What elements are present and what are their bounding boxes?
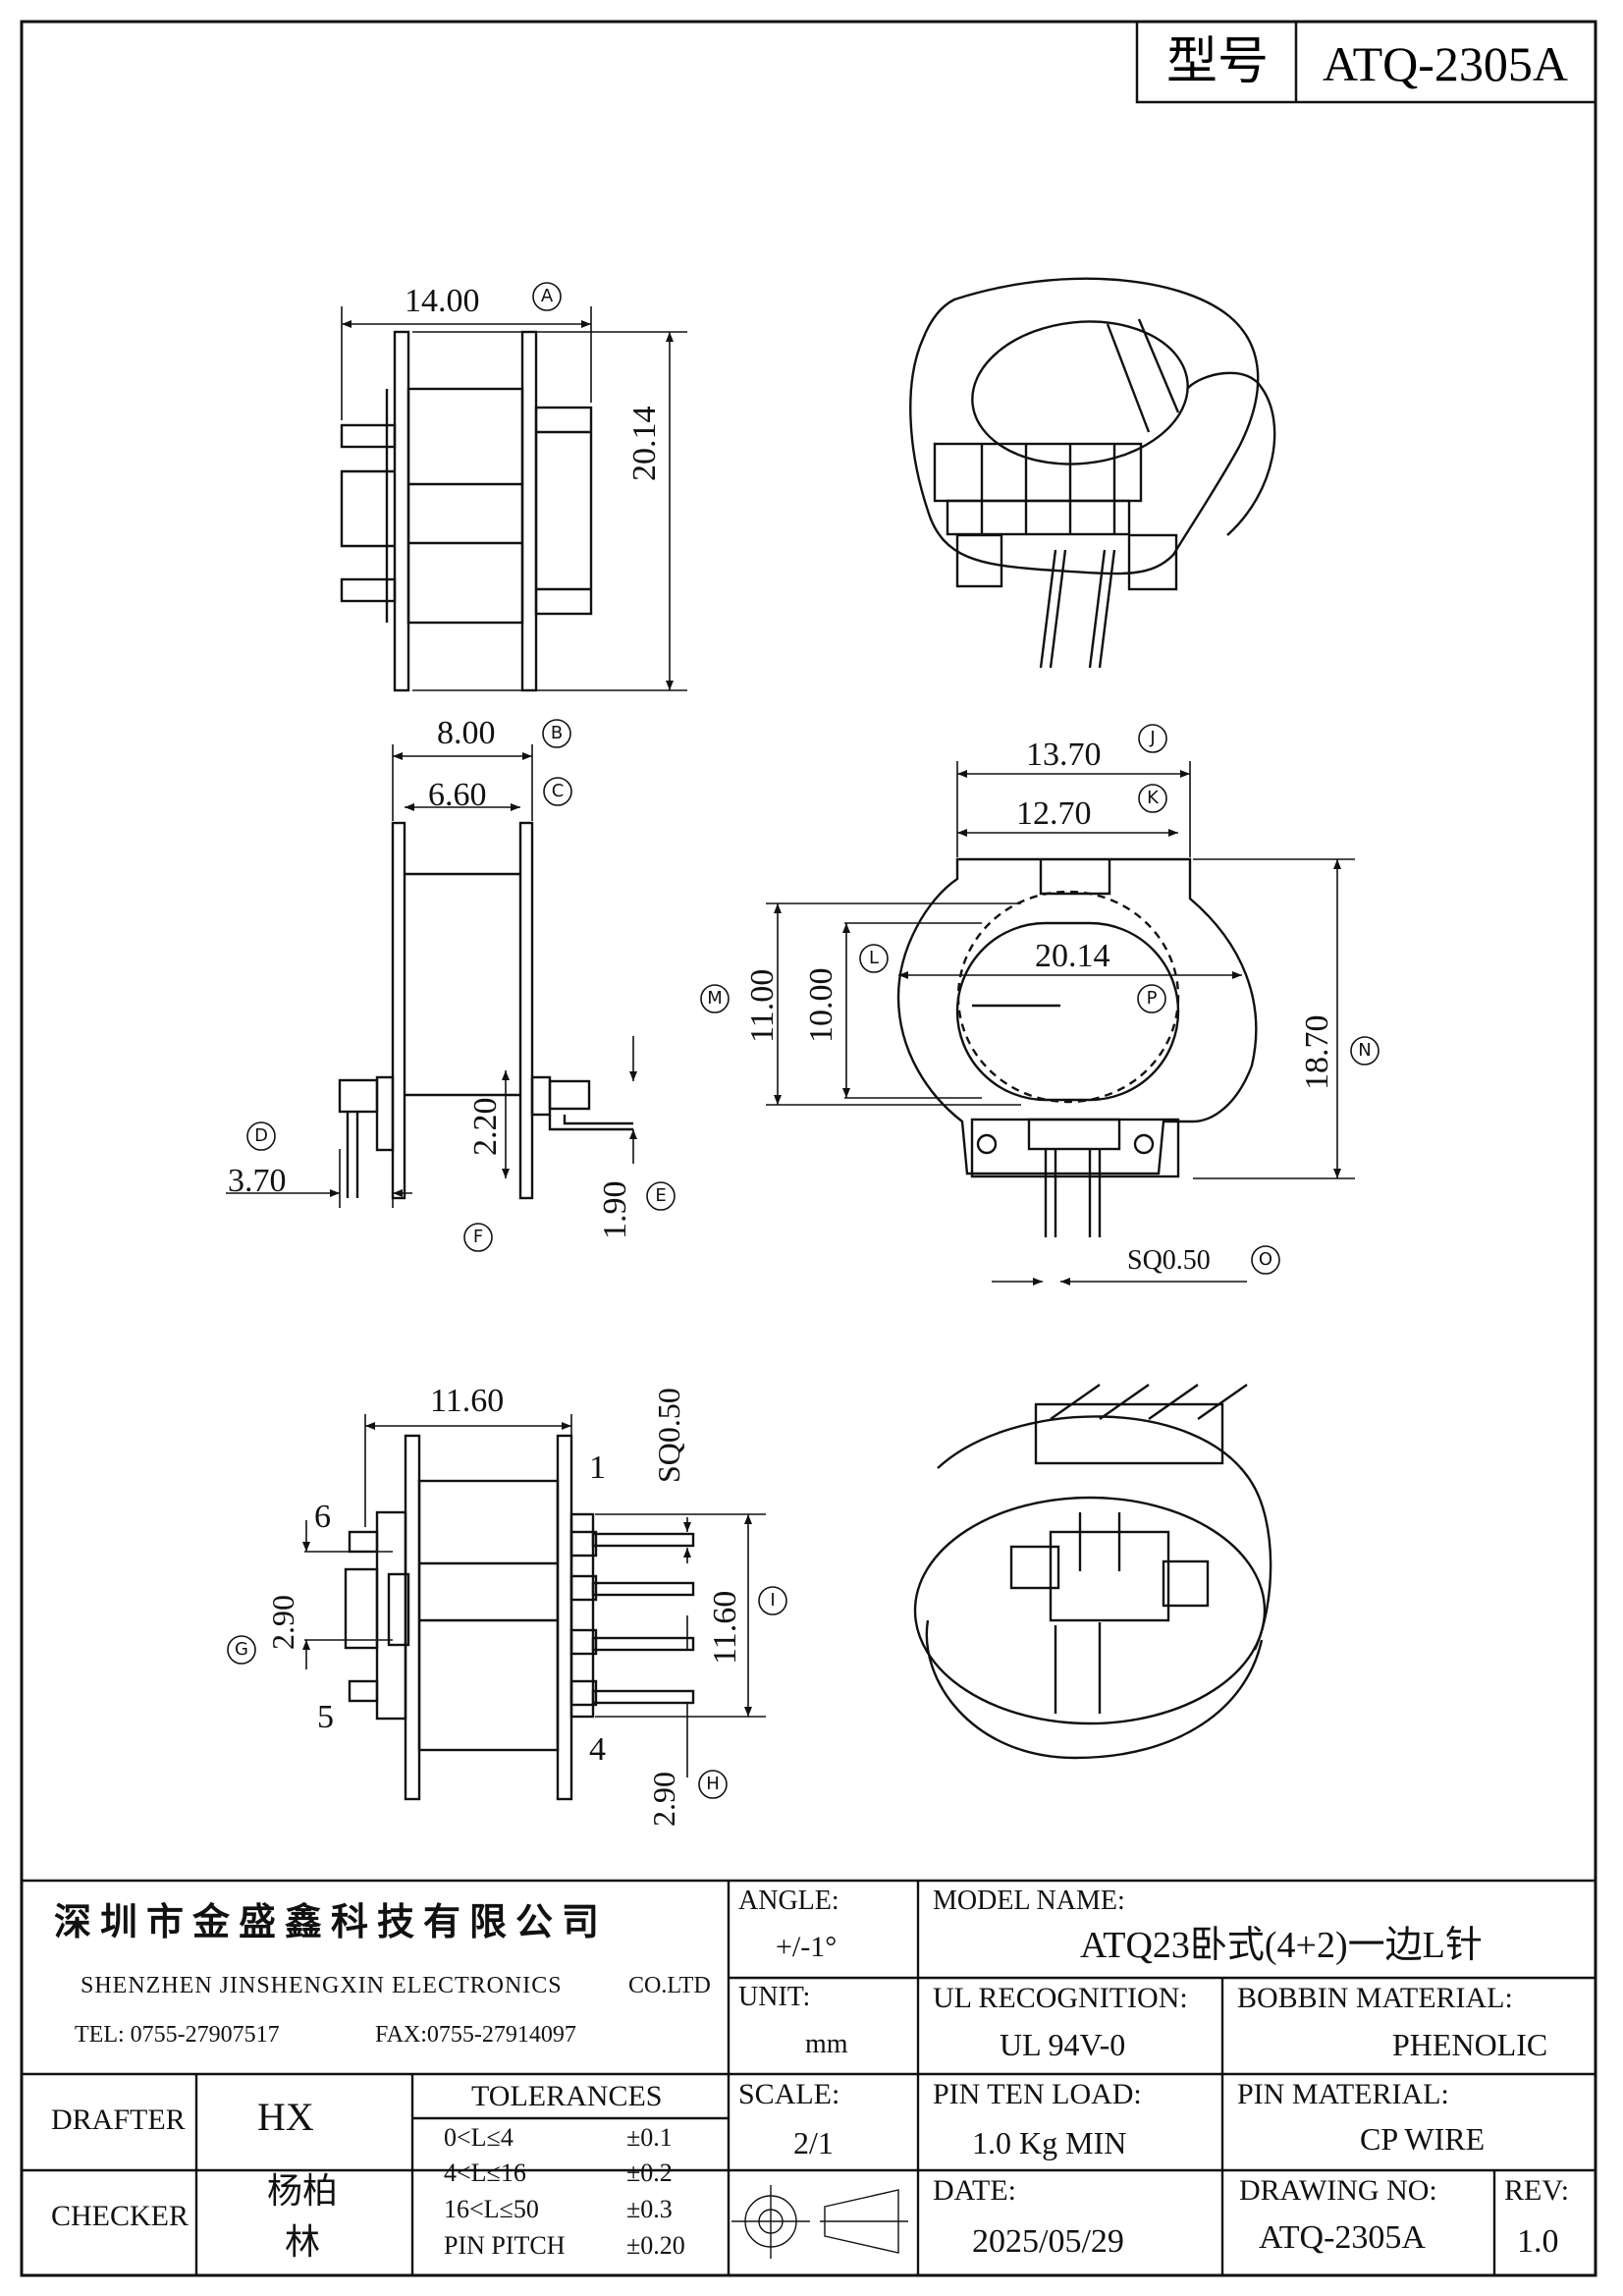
dimension-lines — [226, 306, 1355, 1777]
callout-h: H — [706, 1774, 720, 1794]
scale-value: 2/1 — [793, 2125, 834, 2160]
dim-a-width: 14.00 — [405, 283, 480, 319]
dim-g-pitch: 2.90 — [265, 1595, 300, 1650]
company-tel: TEL: 0755-27907517 — [75, 2022, 280, 2048]
callout-k: K — [1147, 788, 1159, 808]
pin-ten-label: PIN TEN LOAD: — [933, 2078, 1142, 2110]
dim-bottom-width: 11.60 — [430, 1383, 505, 1419]
tolerance-value-2: ±0.2 — [626, 2159, 673, 2187]
unit-label: UNIT: — [738, 1982, 811, 2012]
tolerance-range-2: 4<L≤16 — [444, 2159, 526, 2187]
callout-a: A — [540, 286, 554, 306]
view-front-top — [340, 330, 593, 692]
tolerance-range-4: PIN PITCH — [444, 2231, 566, 2260]
date-value: 2025/05/29 — [972, 2223, 1124, 2260]
view-front-right — [896, 857, 1258, 1237]
callout-c: C — [551, 781, 565, 801]
company-en: SHENZHEN JINSHENGXIN ELECTRONICS — [81, 1973, 563, 1998]
dim-side-pin: 1.90 — [597, 1180, 633, 1240]
dim-j-width: 13.70 — [1026, 737, 1102, 773]
dim-a-height: 20.14 — [626, 406, 663, 482]
callout-d: D — [254, 1125, 268, 1146]
checker-value-2: 林 — [285, 2222, 321, 2263]
callout-j: J — [1150, 728, 1156, 748]
view-bottom — [344, 1434, 695, 1801]
ul-value: UL 94V-0 — [1000, 2027, 1126, 2062]
dim-b-width: 8.00 — [437, 715, 496, 751]
dim-m-height: 11.00 — [744, 968, 781, 1043]
projection-symbol — [731, 2185, 908, 2259]
callout-o: O — [1258, 1249, 1273, 1270]
callout-m: M — [707, 988, 723, 1009]
callout-n: N — [1358, 1040, 1372, 1061]
pin-material-value: CP WIRE — [1360, 2121, 1486, 2157]
scale-label: SCALE: — [738, 2078, 840, 2110]
tolerance-value-1: ±0.1 — [626, 2123, 673, 2152]
drawing-no-value: ATQ-2305A — [1259, 2219, 1426, 2256]
checker-label: CHECKER — [51, 2200, 189, 2232]
view-iso-bottom — [913, 1384, 1272, 1760]
company-co: CO.LTD — [628, 1973, 711, 1998]
angle-value: +/-1° — [776, 1931, 838, 1963]
tolerance-value-4: ±0.20 — [626, 2231, 685, 2260]
tolerances-label: TOLERANCES — [471, 2080, 663, 2112]
dim-k-width: 12.70 — [1016, 795, 1092, 832]
callout-e: E — [655, 1185, 667, 1206]
tolerance-value-3: ±0.3 — [626, 2195, 673, 2223]
dim-n-height: 18.70 — [1299, 1014, 1335, 1091]
rev-value: 1.0 — [1517, 2223, 1559, 2260]
dim-o-pin: SQ0.50 — [1127, 1245, 1211, 1276]
view-side-left — [338, 821, 633, 1200]
callout-p: P — [1146, 988, 1158, 1009]
pin-ten-value: 1.0 Kg MIN — [972, 2125, 1127, 2160]
model-name-value: ATQ23卧式(4+2)一边L针 — [1080, 1925, 1483, 1966]
geometry — [338, 277, 1276, 1801]
bobbin-value: PHENOLIC — [1392, 2027, 1548, 2062]
rev-label: REV: — [1504, 2174, 1570, 2207]
dim-l-width: 20.14 — [1035, 938, 1110, 974]
bobbin-label: BOBBIN MATERIAL: — [1237, 1982, 1513, 2014]
dim-side-step: 2.20 — [467, 1097, 504, 1157]
tolerance-range-3: 16<L≤50 — [444, 2195, 539, 2223]
model-header-box — [1135, 20, 1597, 104]
company-cn: 深圳市金盛鑫科技有限公司 — [54, 1900, 609, 1943]
dim-i-height: 11.60 — [707, 1590, 743, 1665]
dim-l-height: 10.00 — [803, 967, 839, 1044]
date-label: DATE: — [933, 2174, 1016, 2207]
ul-label: UL RECOGNITION: — [933, 1982, 1188, 2014]
pin-number-1: 1 — [589, 1449, 606, 1486]
tolerance-range-1: 0<L≤4 — [444, 2123, 514, 2152]
model-name-label: MODEL NAME: — [933, 1886, 1125, 1916]
dim-h-pitch: 2.90 — [646, 1772, 681, 1827]
callout-l: L — [868, 948, 880, 968]
callout-f: F — [472, 1227, 484, 1247]
pin-number-6: 6 — [314, 1499, 331, 1535]
drafter-value: HX — [257, 2095, 314, 2139]
callout-circles — [227, 282, 1380, 1799]
pin-number-4: 4 — [589, 1731, 606, 1768]
callout-g: G — [235, 1639, 248, 1660]
title-block-grid — [22, 1879, 1596, 2275]
dim-d-width: 3.70 — [228, 1163, 287, 1199]
callout-i: I — [770, 1590, 776, 1611]
dim-c-width: 6.60 — [428, 777, 487, 813]
view-iso-top — [909, 277, 1276, 669]
company-fax: FAX:0755-27914097 — [375, 2022, 576, 2048]
sheet-border — [20, 20, 1597, 2277]
drawing-no-label: DRAWING NO: — [1239, 2174, 1437, 2207]
model-label: 型号 — [1166, 32, 1269, 91]
angle-label: ANGLE: — [738, 1886, 839, 1916]
pin-material-label: PIN MATERIAL: — [1237, 2078, 1449, 2110]
pin-number-5: 5 — [317, 1699, 334, 1735]
checker-value-1: 杨柏 — [267, 2171, 339, 2212]
model-value: ATQ-2305A — [1323, 36, 1568, 91]
drafter-label: DRAFTER — [51, 2104, 186, 2136]
unit-value: mm — [805, 2029, 848, 2059]
dim-bottom-pin-sq: SQ0.50 — [651, 1388, 686, 1483]
callout-b: B — [550, 723, 564, 743]
